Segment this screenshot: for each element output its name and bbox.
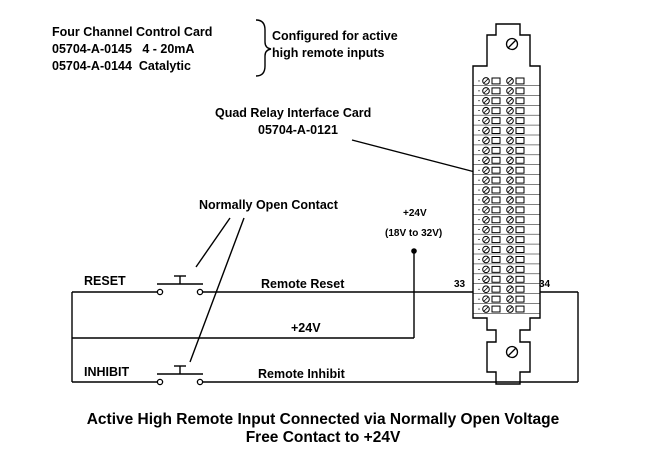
caption-line1: Active High Remote Input Connected via N… xyxy=(87,411,560,428)
terminal-row xyxy=(473,166,540,175)
control-card-part-4-20ma: 05704-A-0145 4 - 20mA xyxy=(52,42,194,56)
supply-voltage-label: +24V xyxy=(403,208,427,219)
caption-line2: Free Contact to +24V xyxy=(246,429,401,446)
config-text-line1: Configured for active xyxy=(272,29,398,43)
terminal-row xyxy=(473,87,540,96)
inhibit-switch xyxy=(156,365,204,386)
terminal-row xyxy=(473,106,540,116)
terminal-row xyxy=(473,265,540,275)
top-mount-screw xyxy=(505,37,519,51)
terminal-row xyxy=(473,116,540,126)
wiring xyxy=(71,251,579,383)
terminal-row xyxy=(473,186,540,195)
bottom-mount-screw xyxy=(505,345,519,359)
terminal-row xyxy=(473,96,540,106)
terminal-row xyxy=(473,285,540,294)
grouping-brace xyxy=(255,19,272,77)
supply-wire-label: +24V xyxy=(291,321,321,335)
config-text-line2: high remote inputs xyxy=(272,46,385,60)
terminal-block xyxy=(472,23,541,385)
supply-range-label: (18V to 32V) xyxy=(385,228,442,239)
terminal-row xyxy=(473,77,540,86)
terminal-row xyxy=(473,206,540,215)
control-card-title: Four Channel Control Card xyxy=(52,25,212,39)
terminal-row xyxy=(473,275,540,284)
terminal-row xyxy=(473,136,540,146)
terminal-row xyxy=(473,305,540,314)
relay-card-title: Quad Relay Interface Card xyxy=(215,106,371,120)
reset-switch xyxy=(156,275,204,296)
relay-card-leader xyxy=(351,139,476,173)
inhibit-label: INHIBIT xyxy=(84,365,130,379)
terminal-row xyxy=(473,235,540,245)
terminal-row xyxy=(473,126,540,136)
terminal-row xyxy=(473,146,540,156)
remote-reset-label: Remote Reset xyxy=(261,277,345,291)
terminal-row xyxy=(473,245,540,255)
terminal-row xyxy=(473,176,540,185)
terminal-rows xyxy=(473,77,540,314)
remote-inhibit-label: Remote Inhibit xyxy=(258,367,346,381)
terminal-row xyxy=(473,255,540,265)
reset-label: RESET xyxy=(84,274,126,288)
terminal-34-label: 34 xyxy=(539,279,551,290)
terminal-row xyxy=(473,215,540,225)
terminal-row xyxy=(473,156,540,165)
contact-leader-reset xyxy=(195,217,231,268)
terminal-33-label: 33 xyxy=(454,279,466,290)
terminal-block-outline xyxy=(472,23,541,385)
terminal-row xyxy=(473,295,540,304)
control-card-part-catalytic: 05704-A-0144 Catalytic xyxy=(52,59,191,73)
relay-card-part: 05704-A-0121 xyxy=(258,123,338,137)
terminal-row xyxy=(473,196,540,205)
normally-open-contact-label: Normally Open Contact xyxy=(199,198,339,212)
terminal-row xyxy=(473,225,540,235)
